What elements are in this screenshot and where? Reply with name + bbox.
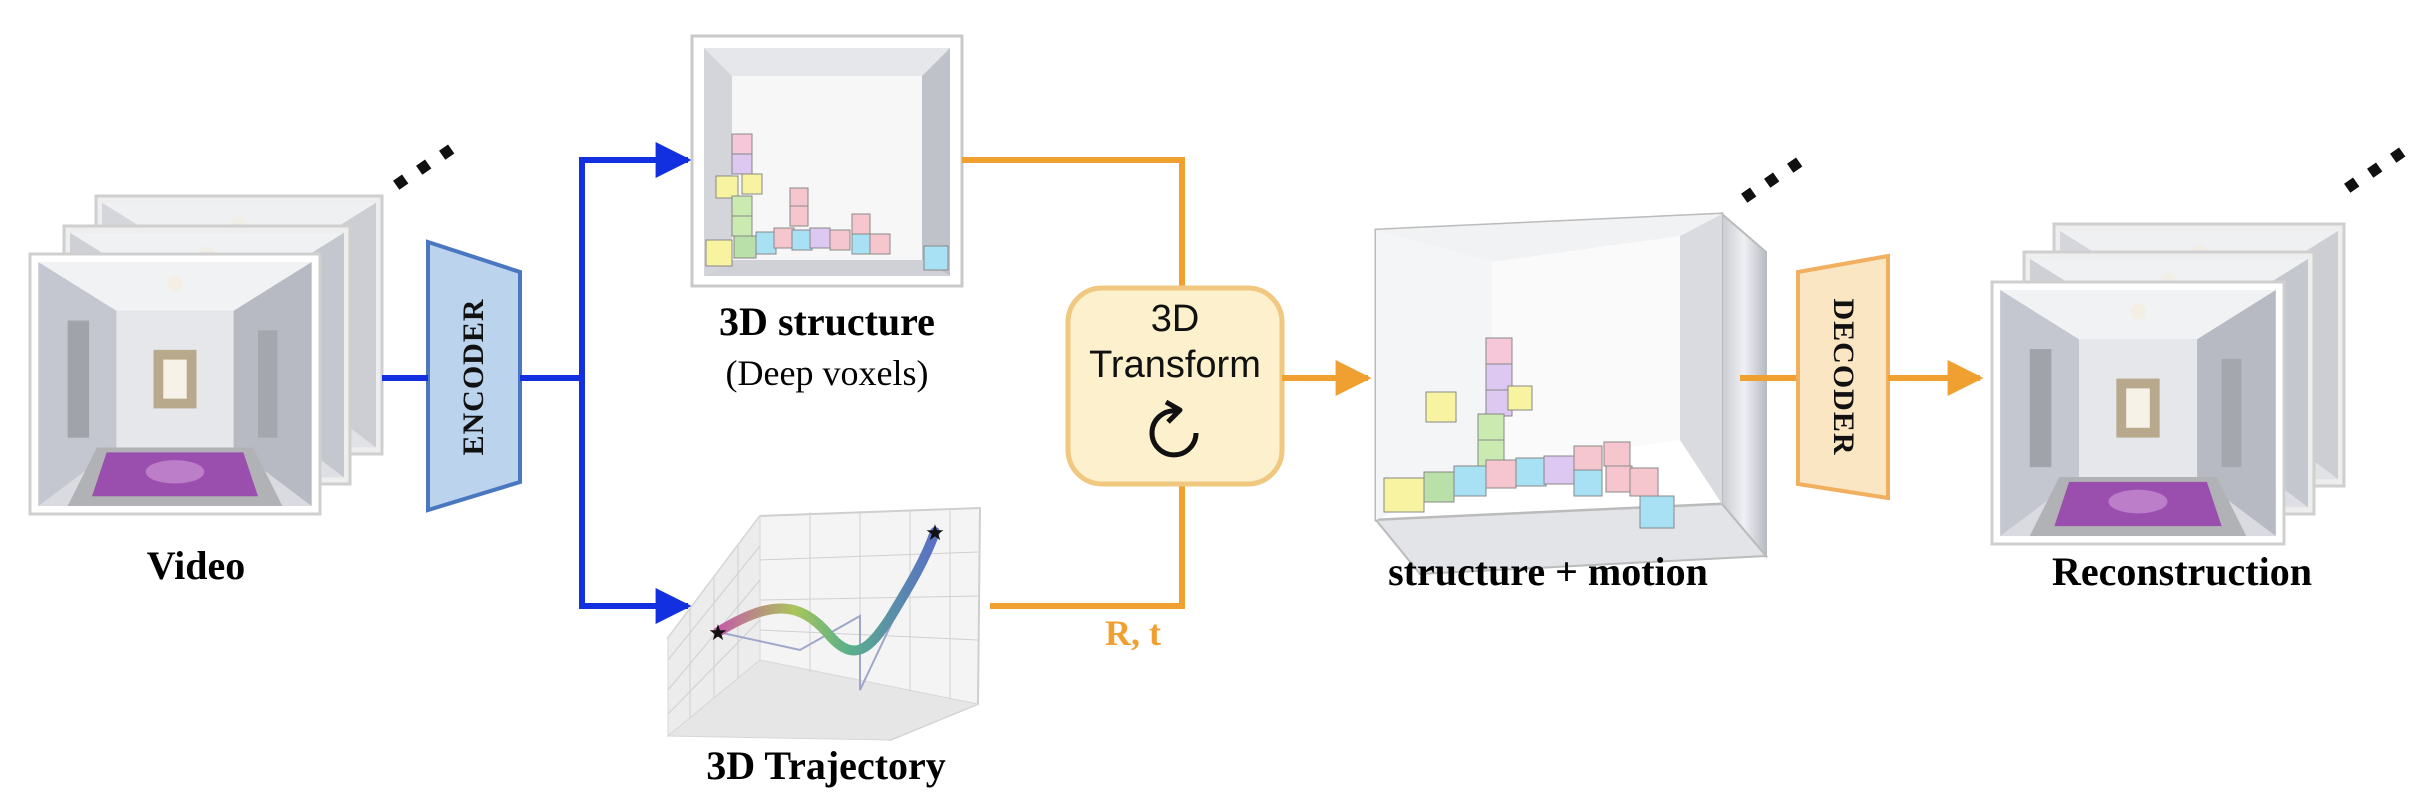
- structure-subtitle: (Deep voxels): [725, 353, 929, 393]
- svg-text:★: ★: [708, 621, 728, 646]
- reconstruction-frames: [1990, 222, 2346, 546]
- structure-title: 3D structure: [719, 299, 935, 344]
- decoder-block: [1796, 253, 1890, 501]
- ellipsis-icon: [2344, 147, 2406, 193]
- transform-label-line2: Transform: [1089, 344, 1261, 386]
- transform-label: 3D Transform: [1068, 296, 1282, 388]
- structure-motion-box: [1373, 211, 1769, 576]
- structure-motion-label: structure + motion: [1388, 549, 1708, 594]
- transform-input-arrows: [962, 157, 1185, 609]
- encoder-label: ENCODER: [457, 298, 490, 456]
- video-label: Video: [146, 543, 246, 588]
- encoder-arrows: [382, 142, 692, 624]
- rotate-icon: [1149, 399, 1199, 458]
- transform-label-line1: 3D: [1150, 298, 1200, 340]
- trajectory-plot: ★ ★: [666, 506, 982, 742]
- trajectory-label: 3D Trajectory: [706, 743, 946, 788]
- ellipsis-icon: [1741, 157, 1803, 203]
- ellipsis-icon: [393, 144, 455, 190]
- transform-box: [1065, 285, 1285, 487]
- voxel-structure-box: [690, 34, 964, 288]
- encoder-block: [426, 239, 522, 513]
- rt-label: R, t: [1105, 613, 1161, 653]
- reconstruction-label: Reconstruction: [2052, 549, 2312, 594]
- svg-text:★: ★: [925, 521, 945, 546]
- video-frames: [28, 194, 384, 516]
- decoder-label: DECODER: [1827, 298, 1860, 456]
